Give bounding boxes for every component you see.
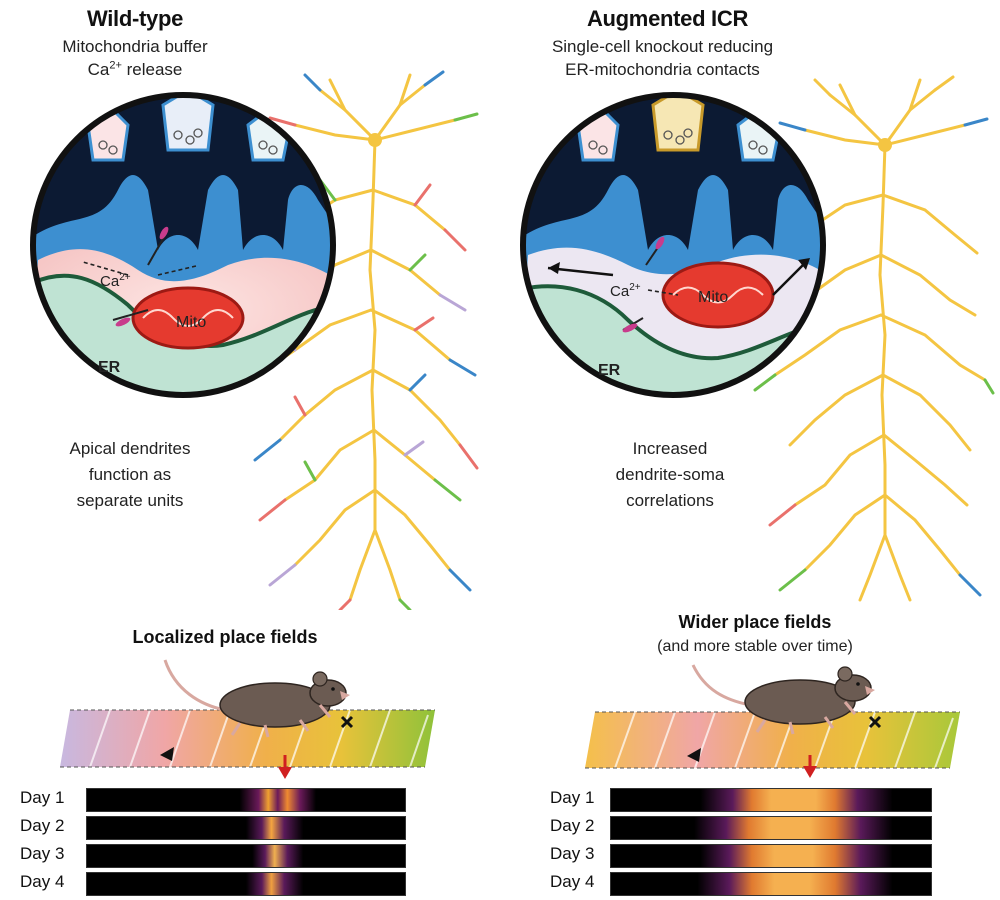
place-field-heatmap-bar: [610, 816, 932, 840]
place-field-heatmap-bar: [86, 844, 406, 868]
start-marker-icon: [160, 747, 174, 761]
place-field-heatmap-bar: [610, 844, 932, 868]
ca-label: Ca2+: [610, 282, 641, 300]
panel-subtitle-line1: Mitochondria buffer: [62, 37, 208, 56]
day-label: Day 1: [20, 788, 65, 807]
neuron-dendrite-tree: [753, 75, 995, 602]
ca-label: Ca2+: [100, 272, 131, 290]
panel-subtitle-line2: ER-mitochondria contacts: [565, 60, 760, 79]
caption-line: function as: [88, 465, 172, 484]
place-marker-arrow-icon: [803, 766, 817, 778]
augmented-icr-panel: Augmented ICR Single-cell knockout reduc…: [500, 0, 1000, 900]
caption-line: dendrite-soma: [615, 465, 725, 484]
track-with-mouse: [60, 659, 435, 779]
mouse-icon: [163, 659, 350, 738]
day-label: Day 3: [550, 844, 595, 863]
goal-x-icon: [340, 715, 354, 729]
place-field-heatmap-bar: [86, 872, 406, 896]
mouse-icon: [691, 664, 875, 735]
place-field-title: Wider place fields: [678, 612, 832, 632]
mito-label: Mito: [698, 289, 728, 306]
day-label: Day 2: [550, 816, 595, 835]
goal-x-icon: [868, 715, 882, 729]
mito-label: Mito: [176, 314, 206, 331]
day-label: Day 4: [20, 872, 65, 891]
caption-line: Increased: [632, 439, 708, 458]
wild-type-panel: Wild-type Mitochondria buffer Ca2+ relea…: [20, 6, 479, 896]
panel-title: Augmented ICR: [586, 6, 749, 31]
caption-line: Apical dendrites: [69, 439, 191, 458]
panel-title: Wild-type: [86, 6, 184, 31]
panel-subtitle-line1: Single-cell knockout reducing: [551, 37, 774, 56]
place-field-heatmap-bar: [610, 788, 932, 812]
place-field-heatmap-bar: [86, 816, 406, 840]
panel-subtitle-line2: Ca2+ release: [87, 59, 183, 79]
caption-line: correlations: [626, 491, 714, 510]
panel-caption: Apical dendrites function as separate un…: [50, 436, 210, 514]
place-field-title: Localized place fields: [132, 627, 318, 647]
place-field-heatmap-bar: [610, 872, 932, 896]
er-label: ER: [598, 362, 621, 379]
synapse-inset-circle: Ca2+ Mito ER: [30, 92, 336, 398]
er-label: ER: [98, 359, 121, 376]
panel-caption: Increased dendrite-soma correlations: [595, 436, 745, 514]
day-label: Day 2: [20, 816, 65, 835]
neuron-dendrite-tree: [238, 70, 479, 610]
start-marker-icon: [687, 748, 701, 762]
place-field-subtitle: (and more stable over time): [657, 638, 853, 655]
track-with-mouse: [585, 664, 960, 778]
day-label: Day 1: [550, 788, 595, 807]
synapse-inset-circle: Ca2+ Mito ER: [520, 92, 826, 398]
day-label: Day 3: [20, 844, 65, 863]
day-label: Day 4: [550, 872, 595, 891]
place-marker-arrow-icon: [278, 767, 292, 779]
caption-line: separate units: [76, 491, 184, 510]
place-field-heatmap-bar: [86, 788, 406, 812]
